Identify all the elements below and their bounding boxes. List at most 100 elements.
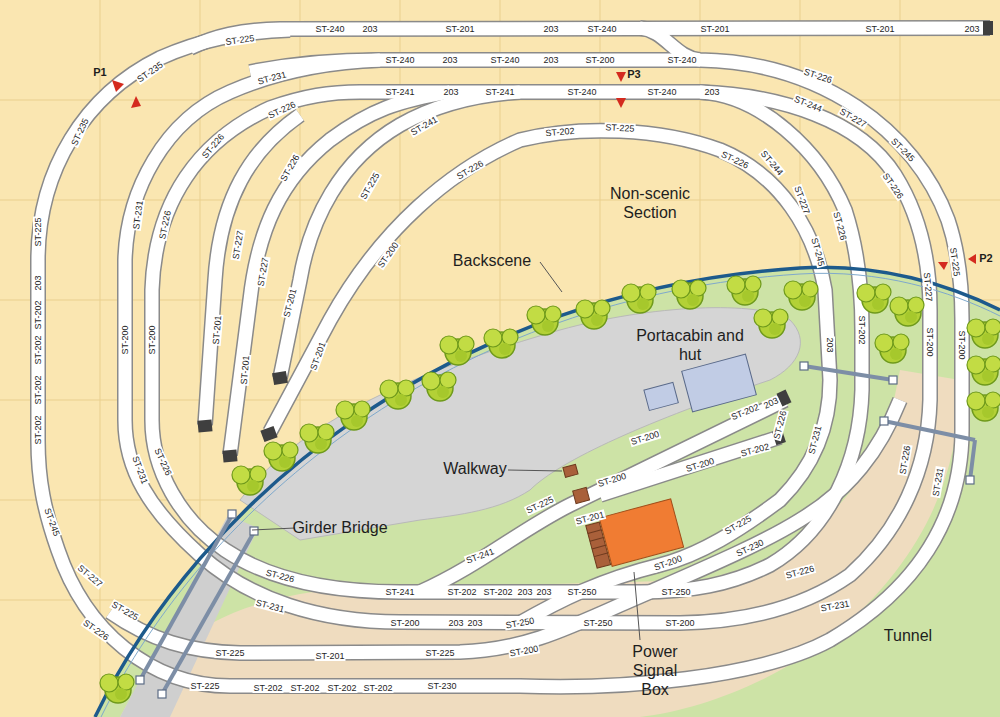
track-piece-label: ST-200 <box>147 324 157 355</box>
track-piece-label: ST-202 <box>326 683 357 693</box>
track-piece-label: ST-201 <box>314 651 345 661</box>
track-piece-label: ST-235 <box>69 116 91 148</box>
track-piece-label: ST-201 <box>239 354 252 386</box>
track-piece-label: ST-227 <box>230 229 245 261</box>
track-piece-label: ST-202 <box>739 441 772 459</box>
area-label: Non-scenic Section <box>585 184 715 222</box>
track-piece-label: ST-226 <box>264 567 297 585</box>
track-piece-label: ST-245 <box>42 506 62 539</box>
track-piece-label: 203 <box>441 55 458 65</box>
track-piece-label: ST-230 <box>734 537 766 559</box>
track-piece-label: ST-250 <box>582 618 613 628</box>
track-piece-label: ST-231 <box>806 424 824 457</box>
track-piece-label: ST-225 <box>722 513 754 537</box>
track-piece-label: ST-200 <box>925 326 935 357</box>
track-piece-label: ST-201 <box>308 340 328 373</box>
track-piece-label: ST-231 <box>256 69 289 87</box>
point-marker: P1 <box>93 66 106 78</box>
track-piece-label: 203 <box>542 24 559 34</box>
track-piece-label: ST-200 <box>508 643 540 658</box>
track-piece-label: ST-225 <box>33 216 43 247</box>
track-piece-label: ST-241 <box>464 546 497 566</box>
track-piece-label: ST-250 <box>566 587 597 597</box>
track-piece-label: ST-226 <box>80 617 111 643</box>
track-piece-label: ST-200 <box>596 471 629 490</box>
track-piece-label: ST-250 <box>504 615 536 630</box>
track-piece-label: ST-241 <box>408 114 440 138</box>
track-piece-label: ST-202 <box>729 402 762 423</box>
track-piece-label: ST-231 <box>930 466 945 498</box>
track-piece-label: 203 <box>542 55 559 65</box>
track-piece-label: ST-240 <box>646 87 677 97</box>
track-piece-label: ST-200 <box>389 618 420 628</box>
track-piece-label: ST-226 <box>278 152 302 184</box>
area-label: Portacabin and hut <box>630 326 750 364</box>
track-piece-label: ST-202 <box>33 299 43 330</box>
track-piece-label: ST-200 <box>664 618 695 628</box>
track-piece-label: 203 <box>963 24 980 34</box>
track-piece-label: ST-227 <box>75 562 105 590</box>
track-piece-label: ST-225 <box>189 681 220 691</box>
track-piece-label: ST-226 <box>880 170 906 201</box>
track-piece-label: ST-202 <box>446 587 477 597</box>
track-piece-label: ST-226 <box>266 99 298 121</box>
track-piece-label: ST-230 <box>426 681 457 691</box>
track-piece-label: ST-201 <box>281 287 299 320</box>
track-piece-label: ST-226 <box>152 446 174 478</box>
track-piece-label: ST-200 <box>684 456 717 475</box>
track-piece-label: ST-200 <box>584 55 615 65</box>
track-piece-label: 203 <box>442 87 459 97</box>
track-piece-label: ST-226 <box>831 210 849 243</box>
track-piece-label: ST-241 <box>384 87 415 97</box>
track-piece-label: ST-225 <box>948 246 962 278</box>
track-piece-label: ST-201 <box>574 509 607 527</box>
track-piece-label: ST-231 <box>131 199 145 231</box>
track-piece-label: ST-240 <box>384 55 415 65</box>
track-piece-label: ST-202 <box>33 334 43 365</box>
area-label: Power Signal Box <box>619 642 691 699</box>
track-piece-label: ST-240 <box>666 55 697 65</box>
track-piece-label: ST-226 <box>199 131 227 161</box>
track-piece-label: ST-226 <box>719 149 751 171</box>
track-piece-label: 203 <box>535 587 552 597</box>
track-piece-label: 203 <box>447 618 464 628</box>
track-piece-label: ST-241 <box>384 587 415 597</box>
track-piece-label: ST-227 <box>922 271 935 303</box>
track-piece-label: ST-231 <box>254 597 287 615</box>
track-piece-label: 203 <box>361 24 378 34</box>
track-piece-label: 203 <box>703 87 720 97</box>
track-piece-label: ST-201 <box>444 24 475 34</box>
track-piece-label: 203 <box>466 618 483 628</box>
track-piece-label: 203 <box>33 274 43 291</box>
track-piece-label: ST-200 <box>629 429 662 448</box>
track-piece-label: ST-240 <box>566 87 597 97</box>
area-label: Walkway <box>443 459 506 478</box>
point-marker: P2 <box>979 252 992 264</box>
track-piece-label: ST-245 <box>888 135 917 164</box>
track-piece-label: ST-225 <box>524 494 556 516</box>
track-piece-label: ST-226 <box>784 563 817 581</box>
track-piece-label: ST-245 <box>809 236 827 269</box>
track-piece-label: ST-202 <box>482 587 513 597</box>
track-piece-label: ST-235 <box>134 59 165 85</box>
track-piece-label: ST-226 <box>802 66 835 85</box>
track-piece-label: ST-225 <box>604 122 636 134</box>
track-piece-label: ST-200 <box>957 329 967 360</box>
point-marker: P3 <box>627 68 640 80</box>
track-piece-label: ST-225 <box>224 33 256 47</box>
track-piece-label: ST-240 <box>586 24 617 34</box>
area-label: Girder Bridge <box>292 518 387 537</box>
track-piece-label: ST-200 <box>652 553 685 573</box>
track-piece-label: ST-240 <box>314 24 345 34</box>
track-piece-label: ST-227 <box>792 184 812 217</box>
track-piece-label: ST-202 <box>544 126 576 139</box>
track-piece-label: ST-202 <box>289 683 320 693</box>
area-label: Tunnel <box>884 626 932 645</box>
track-piece-label: 203 <box>825 336 835 353</box>
track-piece-label: ST-227 <box>837 106 869 130</box>
track-piece-label: ST-244 <box>758 148 786 178</box>
track-piece-label: ST-202 <box>252 683 283 693</box>
track-piece-label: ST-202 <box>33 414 43 445</box>
track-piece-label: ST-202 <box>362 683 393 693</box>
